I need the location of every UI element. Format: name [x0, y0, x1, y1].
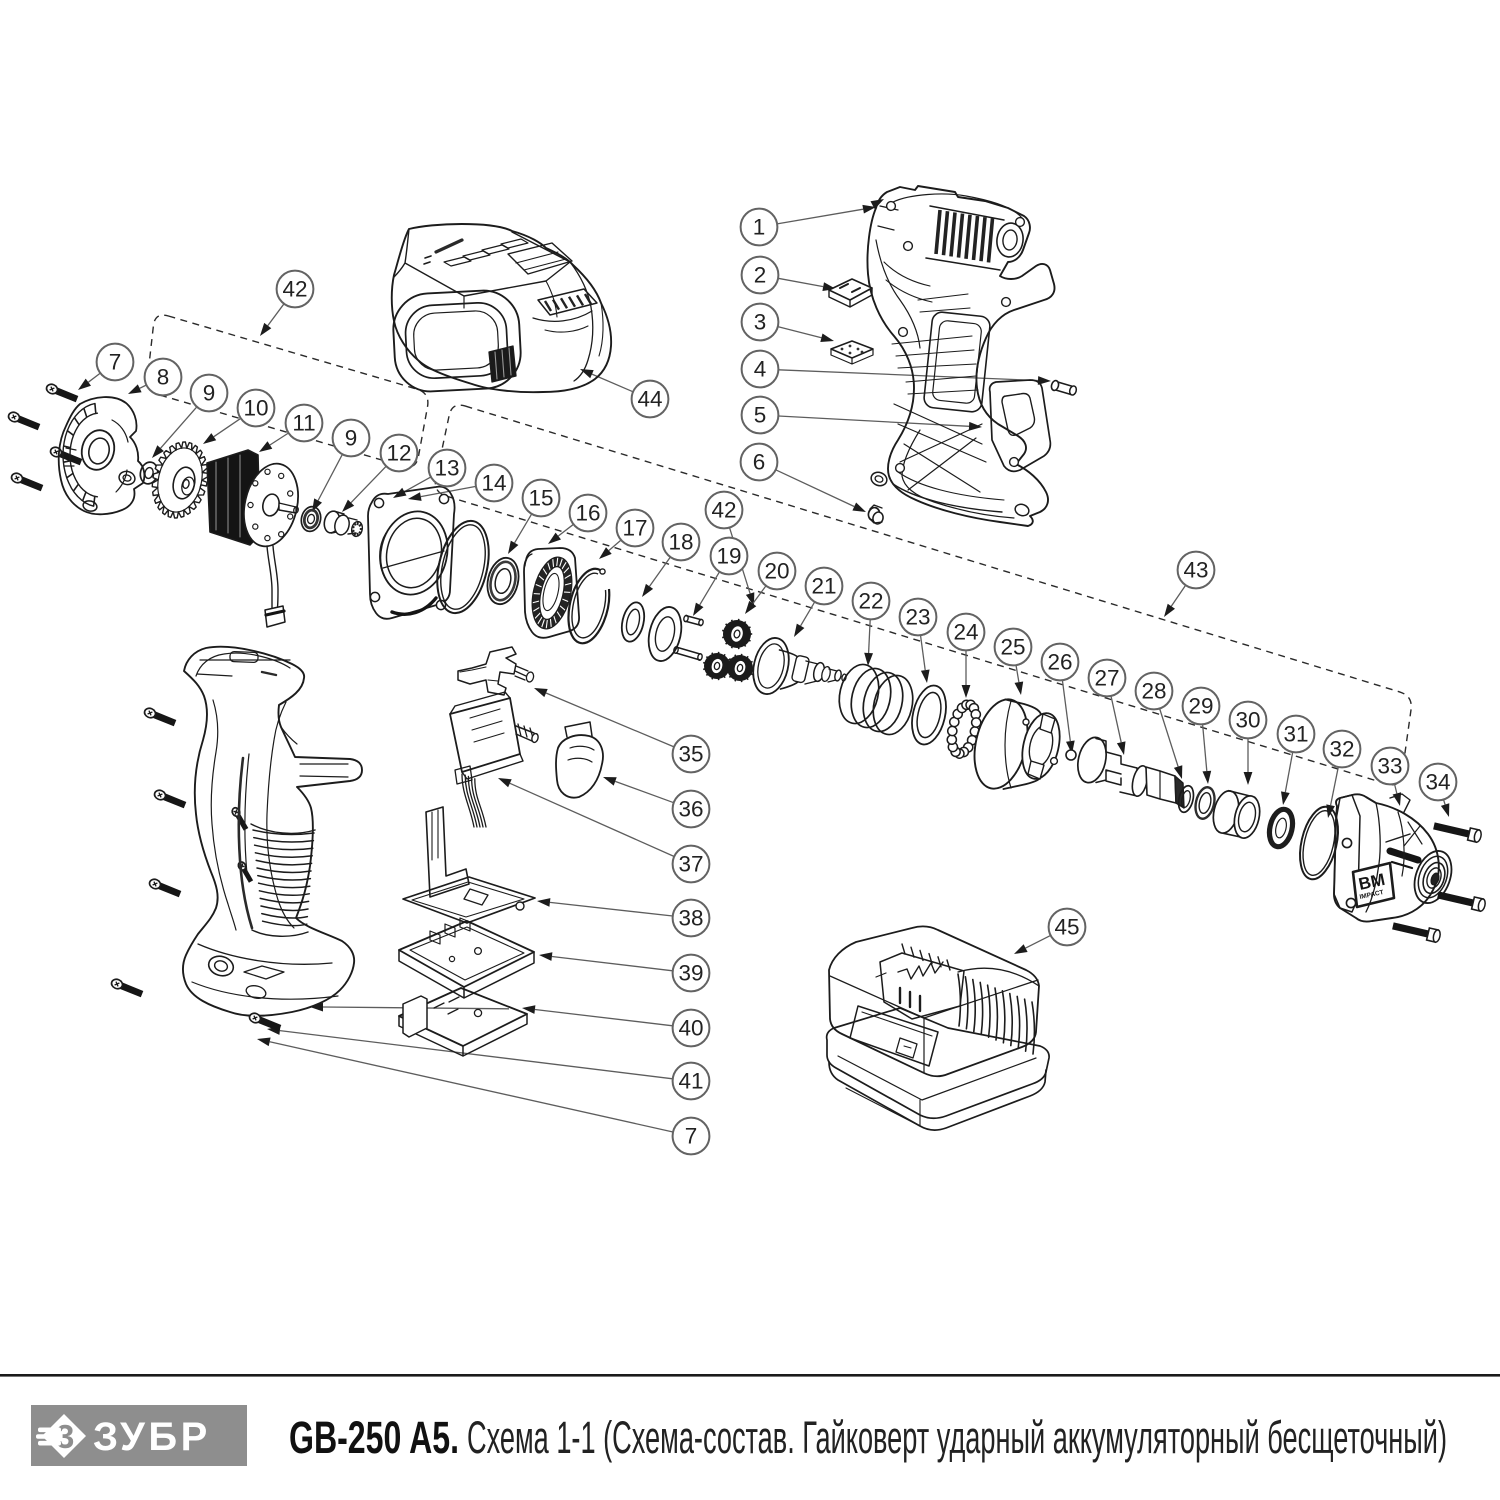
svg-text:Схема 1-1 (Схема-состав. Гайко: Схема 1-1 (Схема-состав. Гайковерт ударн… [467, 1412, 1447, 1463]
svg-text:37: 37 [678, 852, 703, 877]
svg-text:ЗУБР: ЗУБР [93, 1415, 211, 1459]
svg-text:21: 21 [811, 574, 836, 599]
svg-text:7: 7 [109, 350, 122, 375]
svg-text:14: 14 [481, 471, 506, 496]
svg-text:13: 13 [434, 456, 459, 481]
svg-text:8: 8 [157, 365, 170, 390]
svg-text:3: 3 [56, 1418, 74, 1455]
svg-text:45: 45 [1054, 915, 1079, 940]
svg-text:12: 12 [386, 441, 411, 466]
svg-text:44: 44 [637, 387, 662, 412]
svg-text:1: 1 [753, 215, 766, 240]
svg-text:IMPACT: IMPACT [1359, 889, 1384, 901]
svg-text:24: 24 [953, 620, 978, 645]
svg-text:16: 16 [575, 501, 600, 526]
svg-text:10: 10 [243, 396, 268, 421]
svg-text:23: 23 [905, 605, 930, 630]
svg-text:5: 5 [754, 403, 767, 428]
svg-text:40: 40 [678, 1016, 703, 1041]
svg-text:6: 6 [753, 450, 766, 475]
svg-text:2: 2 [754, 263, 767, 288]
svg-text:3: 3 [754, 310, 767, 335]
svg-text:39: 39 [678, 961, 703, 986]
svg-text:7: 7 [685, 1124, 698, 1149]
svg-text:35: 35 [678, 742, 703, 767]
svg-text:15: 15 [528, 486, 553, 511]
svg-text:29: 29 [1188, 694, 1213, 719]
svg-text:18: 18 [668, 530, 693, 555]
svg-text:34: 34 [1425, 770, 1450, 795]
svg-text:42: 42 [282, 277, 307, 302]
svg-text:20: 20 [764, 559, 789, 584]
svg-text:28: 28 [1141, 679, 1166, 704]
svg-text:36: 36 [678, 797, 703, 822]
svg-text:33: 33 [1377, 754, 1402, 779]
svg-text:9: 9 [345, 426, 358, 451]
svg-text:19: 19 [716, 544, 741, 569]
svg-text:26: 26 [1047, 650, 1072, 675]
svg-text:31: 31 [1283, 722, 1308, 747]
svg-text:27: 27 [1094, 666, 1119, 691]
svg-text:22: 22 [858, 589, 883, 614]
svg-text:4: 4 [754, 357, 767, 382]
svg-text:30: 30 [1235, 708, 1260, 733]
svg-text:11: 11 [292, 411, 315, 436]
svg-text:42: 42 [711, 498, 736, 523]
svg-text:43: 43 [1183, 558, 1208, 583]
svg-text:38: 38 [678, 906, 703, 931]
svg-text:41: 41 [678, 1069, 703, 1094]
svg-text:25: 25 [1000, 635, 1025, 660]
svg-text:9: 9 [203, 381, 216, 406]
svg-text:GB-250 A5.: GB-250 A5. [289, 1412, 459, 1463]
svg-text:17: 17 [622, 516, 647, 541]
svg-text:32: 32 [1329, 737, 1354, 762]
